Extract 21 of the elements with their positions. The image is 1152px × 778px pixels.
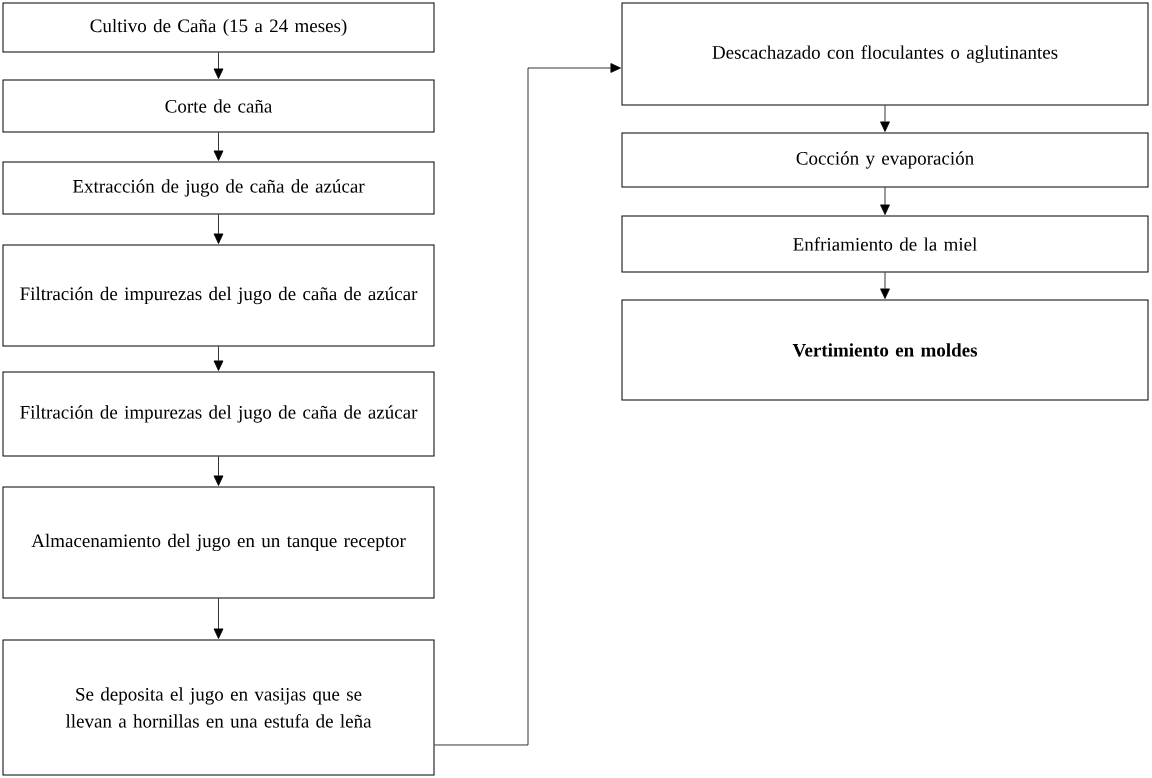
process-box: Almacenamiento del jugo en un tanque receptor	[2, 486, 435, 599]
arrow	[880, 272, 890, 299]
arrow	[213, 598, 224, 639]
arrow	[213, 214, 224, 244]
process-box: Vertimiento en moldes	[621, 299, 1149, 401]
process-box: Filtración de impurezas del jugo de caña de azúcar	[2, 244, 435, 347]
arrow	[880, 187, 890, 215]
process-box: Cultivo de Caña (15 a 24 meses)	[2, 2, 435, 53]
process-box: Descachazado con floculantes o aglutinantes	[621, 2, 1149, 106]
process-box: Se deposita el jugo en vasijas que se llevan a hornillas en una estufa de leña	[2, 639, 435, 776]
arrow	[213, 346, 224, 371]
arrow	[880, 105, 890, 132]
arrow	[213, 456, 224, 486]
arrow	[434, 63, 621, 746]
arrow	[213, 132, 224, 161]
arrow	[213, 52, 224, 79]
process-box: Filtración de impurezas del jugo de caña de azúcar	[2, 371, 435, 457]
process-box: Extracción de jugo de caña de azúcar	[2, 161, 435, 215]
process-box: Corte de caña	[2, 79, 435, 133]
process-box: Cocción y evaporación	[621, 132, 1149, 188]
process-box: Enfriamiento de la miel	[621, 215, 1149, 273]
